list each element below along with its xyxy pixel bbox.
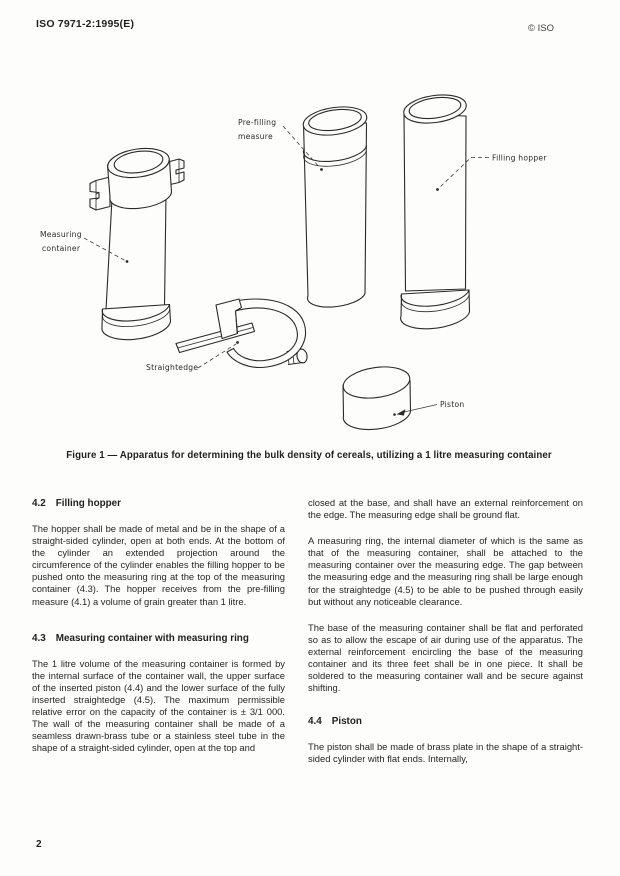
label-filling-hopper: Filling hopper [492,154,547,163]
left-column: 4.2 Filling hopper The hopper shall be ma… [32,497,285,780]
paragraph-4-3-continued-1: closed at the base, and shall have an ex… [308,497,583,521]
measuring-container-drawing [89,147,185,341]
right-column: closed at the base, and shall have an ex… [308,497,583,780]
label-straightedge: Straightedge [146,363,198,372]
document-number: ISO 7971-2:1995(E) [36,18,135,30]
figure-1-apparatus-drawing: Measuring container Pre-filling measure … [40,94,547,431]
label-measuring-container-line2: container [42,244,81,253]
filling-hopper-drawing [400,94,471,330]
heading-4-4: 4.4 Piston [308,715,583,728]
figure-caption: Figure 1 — Apparatus for determining the… [66,450,552,461]
label-measuring-container-line1: Measuring [40,230,82,239]
label-pre-filling-measure-line2: measure [238,132,273,141]
paragraph-4-3-continued-2: A measuring ring, the internal diameter … [308,535,583,607]
section-number-4-4: 4.4 [308,716,322,728]
section-title-4-3: Measuring container with measuring ring [55,632,249,644]
section-title-4-2: Filling hopper [55,498,122,509]
label-pre-filling-measure-line1: Pre-filling [238,118,276,127]
section-title-4-4: Piston [331,716,362,728]
paragraph-4-3-continued-3: The base of the measuring container shal… [308,621,583,694]
figure-leader-lines [83,125,489,416]
paragraph-4-3: The 1 litre volume of the measuring cont… [32,657,285,754]
section-number-4-3: 4.3 [32,632,46,644]
section-number-4-2: 4.2 [32,498,46,509]
page-number: 2 [36,839,42,850]
copyright-notice: © ISO [528,23,555,34]
heading-4-3: 4.3 Measuring container with measuring ri… [32,632,285,645]
pre-filling-measure-drawing [302,106,368,308]
straightedge-drawing [175,298,308,369]
paragraph-4-4: The piston shall be made of brass plate … [308,741,583,765]
piston-drawing [342,366,412,431]
paragraph-4-2: The hopper shall be made of metal and be… [32,523,285,607]
body-text-columns: 4.2 Filling hopper The hopper shall be ma… [32,497,583,780]
label-piston: Piston [440,400,464,409]
heading-4-2: 4.2 Filling hopper [32,497,285,510]
